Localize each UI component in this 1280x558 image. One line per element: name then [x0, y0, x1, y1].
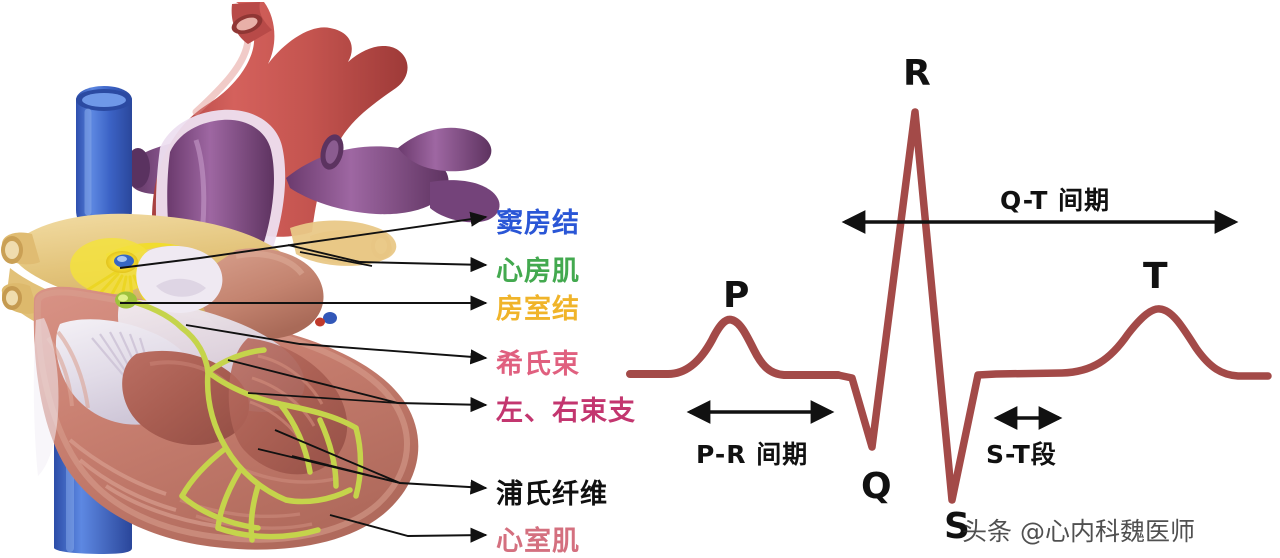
label-bundle-branches: 左、右束支 — [496, 396, 636, 427]
purkinje-right-3 — [353, 425, 364, 499]
papillary-muscle-left — [122, 350, 250, 446]
ecg-label-t: T — [1143, 256, 1168, 297]
aortic-branch-lumen-1-inner — [236, 17, 258, 31]
purkinje-left-2 — [215, 467, 243, 531]
leader-atrial-muscle — [287, 244, 488, 273]
coronary-vessel-dot — [323, 312, 337, 324]
left-wall-trabeculae — [46, 330, 217, 528]
ecg-label-q: Q — [861, 466, 892, 507]
aorta-arch-highlight — [192, 36, 252, 116]
fat-vessel-lumen-bottomleft-inner — [6, 290, 18, 306]
purkinje-right-2 — [317, 417, 339, 489]
pr-interval-label: P-R 间期 — [696, 440, 809, 469]
purkinje-net-1 — [283, 487, 353, 505]
ecg-qrs-t-segment — [834, 108, 1272, 504]
leader-sa-node — [119, 211, 488, 269]
sa-node-marker-highlight — [117, 256, 127, 262]
svc-opening-inner — [82, 93, 126, 107]
purkinje-left-1 — [179, 445, 229, 499]
conduction-fibers — [125, 297, 364, 543]
ecg-label-s: S — [944, 506, 970, 547]
qt-interval-label: Q-T 间期 — [1000, 186, 1111, 215]
st-segment-label: S-T段 — [986, 440, 1057, 469]
heart-graphic-group — [1, 2, 500, 554]
fat-vessel-lumen-left-inner — [5, 241, 19, 259]
label-av-node: 房室结 — [496, 294, 580, 325]
leader-ventricular — [329, 514, 488, 543]
label-atrial-muscle: 心房肌 — [496, 256, 580, 287]
his-bundle — [179, 325, 211, 375]
label-his-bundle: 希氏束 — [496, 349, 580, 380]
left-atrium-shading — [235, 251, 305, 276]
pulmonary-artery-upper-branch — [398, 127, 492, 172]
label-purkinje-fibers: 浦氏纤维 — [496, 479, 608, 510]
endocardium-left-strip — [33, 318, 59, 476]
coronary-vessel-dot-2 — [315, 317, 325, 327]
label-sa-node: 窦房结 — [496, 208, 580, 239]
pulmonary-branch-lumen-inner — [325, 140, 339, 164]
label-ventricular-muscle: 心室肌 — [496, 526, 580, 557]
leader-bundle-extra — [247, 392, 399, 404]
purkinje-branch-top — [205, 347, 267, 375]
aortic-valve-leaflets — [156, 278, 206, 297]
purkinje-net-3 — [179, 493, 261, 531]
left-atrium — [200, 248, 324, 340]
leader-purkinje-extra-2 — [291, 455, 401, 484]
leader-atrial-muscle-extra — [299, 251, 373, 267]
av-node-highlight — [118, 294, 128, 302]
ecg-label-r: R — [903, 53, 931, 94]
leader-his-bundle — [185, 324, 488, 365]
purkinje-right-1 — [277, 401, 313, 475]
ecg-p-wave-segment — [626, 315, 842, 379]
purkinje-net-2 — [215, 525, 321, 540]
ecg-label-p: P — [723, 275, 750, 316]
watermark: 头条 @心内科魏医师 — [962, 517, 1195, 546]
